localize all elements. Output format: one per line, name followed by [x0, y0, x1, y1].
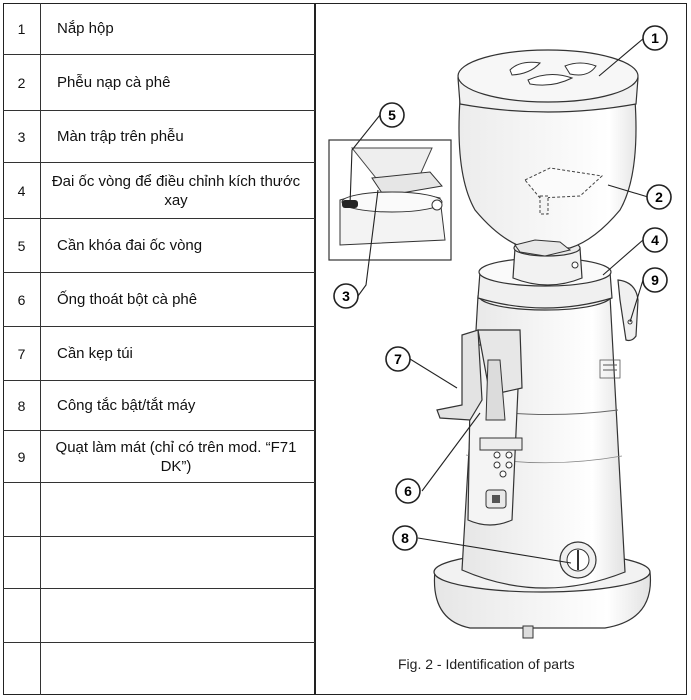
grinder-hopper: [458, 99, 637, 257]
svg-text:6: 6: [404, 483, 412, 499]
part-name: Nắp hộp: [57, 20, 114, 37]
table-row: 6 Ống thoát bột cà phê: [3, 273, 315, 327]
part-name: [41, 537, 315, 588]
callout-6: 6: [395, 478, 421, 504]
grinder-collar: [477, 239, 613, 309]
page-frame: [3, 3, 687, 695]
grinder-front-panel: [467, 329, 523, 526]
part-name: [41, 483, 315, 536]
column-divider: [314, 3, 316, 695]
cooling-fan-housing: [617, 279, 639, 342]
grinder-lid: [457, 49, 639, 113]
callout-2: 2: [646, 184, 672, 210]
table-row: 8 Công tắc bật/tắt máy: [3, 381, 315, 431]
table-row: [3, 537, 315, 589]
table-row: 5 Cần khóa đai ốc vòng: [3, 219, 315, 273]
callout-8: 8: [392, 525, 418, 551]
part-name: Quạt làm mát (chỉ có trên mod. “F71 DK”): [55, 438, 297, 475]
callout-9: 9: [642, 267, 668, 293]
part-number: 5: [3, 219, 41, 272]
callout-markers: 1 2 3 4 5 6 7 8 9: [333, 25, 672, 551]
figure-caption: Fig. 2 - Identification of parts: [398, 656, 575, 672]
part-name: Ống thoát bột cà phê: [57, 291, 198, 308]
part-name: [41, 589, 315, 642]
svg-text:8: 8: [401, 530, 409, 546]
table-row: [3, 483, 315, 537]
detail-inset: [328, 139, 452, 261]
part-name: Cần kẹp túi: [57, 345, 133, 362]
part-number: [3, 537, 41, 588]
callout-leaders: [349, 37, 649, 564]
svg-text:4: 4: [651, 232, 659, 248]
table-row: [3, 589, 315, 643]
part-name: Công tắc bật/tắt máy: [57, 397, 196, 414]
svg-text:2: 2: [655, 189, 663, 205]
svg-text:5: 5: [388, 107, 396, 123]
table-row: 7 Cần kẹp túi: [3, 327, 315, 381]
callout-7: 7: [385, 346, 411, 372]
part-number: 4: [3, 163, 41, 218]
part-number: [3, 643, 41, 695]
part-name: [41, 643, 315, 695]
callout-3: 3: [333, 283, 359, 309]
part-number: 3: [3, 111, 41, 162]
part-number: 1: [3, 3, 41, 54]
bag-clamp-lever: [436, 329, 483, 421]
table-row: 4 Đai ốc vòng để điều chỉnh kích thước x…: [3, 163, 315, 219]
table-row: 1 Nắp hộp: [3, 3, 315, 55]
part-number: 2: [3, 55, 41, 110]
callout-1: 1: [642, 25, 668, 51]
svg-text:3: 3: [342, 288, 350, 304]
svg-text:1: 1: [651, 30, 659, 46]
power-switch: [559, 541, 597, 579]
coffee-grinder-illustration: 1 2 3 4 5 6 7 8 9: [328, 25, 672, 639]
svg-text:9: 9: [651, 272, 659, 288]
part-name: Cần khóa đai ốc vòng: [57, 237, 203, 254]
callout-5: 5: [379, 102, 405, 128]
part-name: Phễu nạp cà phê: [57, 74, 171, 91]
part-name: Màn trập trên phễu: [57, 128, 184, 145]
table-row: 3 Màn trập trên phễu: [3, 111, 315, 163]
part-number: 7: [3, 327, 41, 380]
svg-text:7: 7: [394, 351, 402, 367]
part-number: [3, 589, 41, 642]
part-number: 9: [3, 431, 41, 482]
part-number: 6: [3, 273, 41, 326]
table-row: [3, 643, 315, 695]
part-name: Đai ốc vòng để điều chỉnh kích thước xay: [51, 172, 301, 209]
callout-4: 4: [642, 227, 668, 253]
table-row: 2 Phễu nạp cà phê: [3, 55, 315, 111]
part-number: 8: [3, 381, 41, 430]
table-row: 9 Quạt làm mát (chỉ có trên mod. “F71 DK…: [3, 431, 315, 483]
part-number: [3, 483, 41, 536]
